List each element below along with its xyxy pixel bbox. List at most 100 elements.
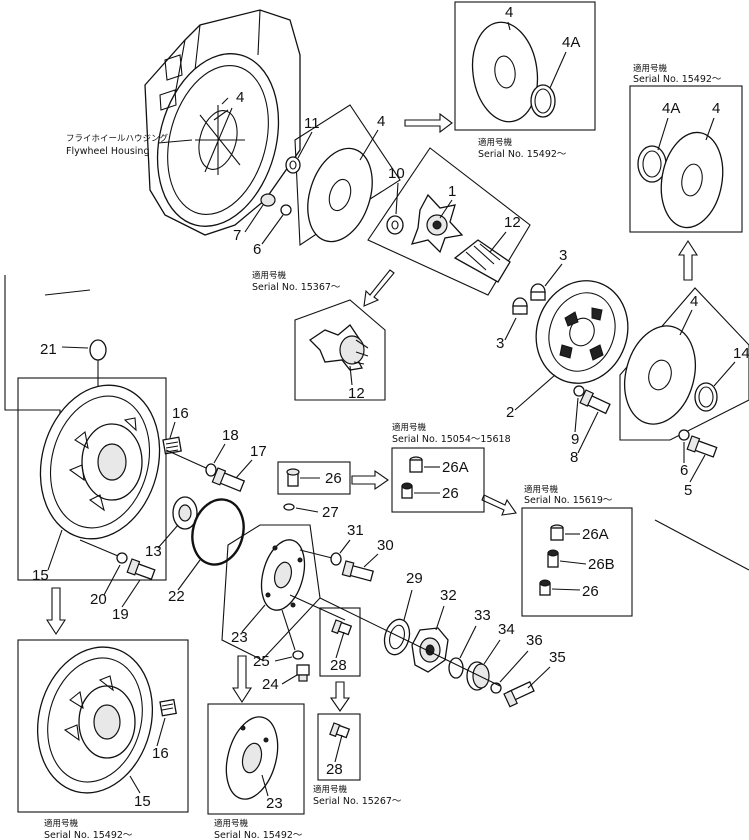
arrow-up-right (677, 239, 699, 281)
callout-34: 34 (498, 621, 515, 638)
callout-7: 7 (233, 227, 241, 244)
flywheel-housing: フライホイールハウジング Flywheel Housing (66, 9, 301, 236)
arrow-right-1 (404, 112, 453, 134)
inset2-part-26B (547, 549, 559, 568)
part-16-spring (162, 436, 182, 455)
inset1-plate-4 (471, 21, 539, 123)
callout-29: 29 (406, 570, 423, 587)
arrow-right-26A (481, 494, 517, 516)
arrow-right-26 (351, 469, 389, 491)
plate-4-right (624, 325, 696, 425)
inset-box-26A (391, 447, 485, 513)
callout-15-inset: 15 (134, 793, 151, 810)
inset-part-28 (329, 722, 351, 739)
part-2-flange (535, 280, 629, 384)
callout-24: 24 (262, 676, 279, 693)
part-32-bracket (411, 627, 449, 673)
serial-4-en: Serial No. 15054～15618 (392, 434, 511, 445)
serial-2-en: Serial No. 15492～ (633, 74, 722, 85)
group-box-plate (294, 104, 401, 246)
inset-box-28 (317, 713, 361, 781)
callout-13: 13 (145, 543, 162, 560)
inset-box-26B (521, 507, 633, 617)
part-19-bolt (126, 558, 156, 581)
inset-box-2 (629, 85, 743, 233)
callout-4A-inset1: 4A (562, 34, 580, 51)
part-3-pin-b (512, 297, 528, 315)
callout-31: 31 (347, 522, 364, 539)
inset-part-26 (401, 482, 413, 499)
serial-5-en: Serial No. 15619～ (524, 495, 613, 506)
callout-15-top: 15 (32, 567, 49, 584)
callout-26A-inset2: 26A (582, 526, 609, 543)
serial-4-ja: 適用号機 (392, 422, 427, 433)
serial-1-ja: 適用号機 (478, 137, 513, 148)
callout-4-inset1: 4 (505, 4, 513, 21)
serial-8-ja: 適用号機 (313, 784, 348, 795)
inset2-part-26A (550, 524, 564, 541)
inset-part-15 (36, 646, 154, 794)
callout-4A-inset2: 4A (662, 100, 680, 117)
callout-25: 25 (253, 653, 270, 670)
callout-22: 22 (168, 588, 185, 605)
part-35-bolt (503, 680, 535, 708)
inset-part-23 (225, 716, 279, 800)
callout-16-inset: 16 (152, 745, 169, 762)
part-30-bolt (341, 560, 374, 582)
callout-28-inset: 28 (326, 761, 343, 778)
part-3-pin-a (530, 283, 546, 301)
inset-part-16 (159, 698, 177, 717)
callout-32: 32 (440, 587, 457, 604)
inset2-plate-4 (660, 131, 724, 229)
plate-4-top (307, 147, 373, 243)
serial-7-en: Serial No. 15492～ (214, 830, 303, 840)
serial-8-en: Serial No. 15267～ (313, 796, 402, 807)
callout-3-bottom: 3 (496, 335, 504, 352)
serial-7-ja: 適用号機 (214, 818, 249, 829)
callout-12-inset: 12 (348, 385, 365, 402)
callout-2: 2 (506, 404, 514, 421)
callout-19: 19 (112, 606, 129, 623)
callout-8: 8 (570, 449, 578, 466)
part-26 (286, 468, 300, 487)
part-33-ring (448, 657, 464, 679)
inset2-part-26 (539, 579, 551, 596)
callout-11: 11 (304, 115, 320, 132)
serial-6-ja: 適用号機 (44, 818, 79, 829)
callout-14: 14 (733, 345, 749, 362)
part-12-shaft (453, 239, 511, 283)
part-23-cover (260, 539, 306, 611)
part-9-washer (573, 385, 585, 397)
inset-box-coupling (294, 299, 386, 401)
arrow-down-23 (231, 655, 253, 704)
part-28 (331, 619, 353, 636)
callout-21: 21 (40, 341, 57, 358)
callout-30: 30 (377, 537, 394, 554)
part-27-ring (283, 503, 295, 511)
inset-box-1 (454, 1, 596, 131)
part-6-washer-right (678, 429, 690, 441)
callout-1: 1 (448, 183, 456, 200)
group-box-right (619, 287, 749, 441)
part-18-washer (205, 463, 217, 477)
callout-35: 35 (549, 649, 566, 666)
part-13-bearing (172, 496, 198, 530)
housing-label-en: Flywheel Housing (66, 146, 149, 157)
callout-4-top: 4 (377, 113, 385, 130)
part-22-oring (191, 498, 245, 566)
callout-4-housing: 4 (236, 89, 244, 106)
group-box-coupling (367, 147, 531, 296)
inset-coupling-12 (308, 324, 369, 371)
part-10 (386, 215, 404, 235)
part-34-plate (466, 661, 490, 691)
part-29-seal (383, 618, 411, 656)
callout-26-inset1: 26 (442, 485, 459, 502)
serial-6-en: Serial No. 15492～ (44, 830, 133, 840)
callout-3-top: 3 (559, 247, 567, 264)
callout-4-inset2: 4 (712, 100, 720, 117)
callout-5: 5 (684, 482, 692, 499)
callout-9: 9 (571, 431, 579, 448)
part-14-seal (694, 382, 718, 412)
callout-20: 20 (90, 591, 107, 608)
